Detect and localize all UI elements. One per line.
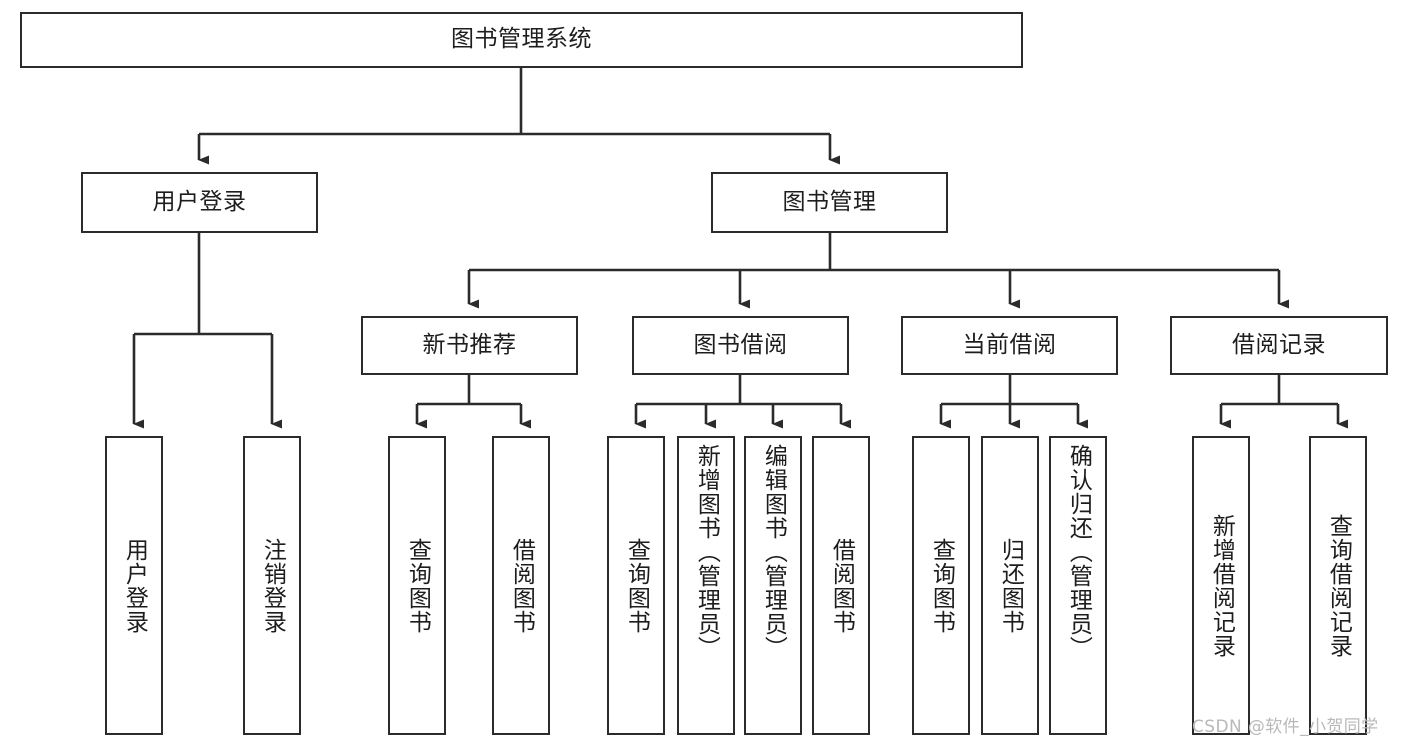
node-label: 图书管理 xyxy=(782,188,877,215)
node-leaf-edit-book-admin[interactable]: 编辑图书（管理员） xyxy=(744,436,802,735)
node-leaf-add-borrow-record[interactable]: 新增借阅记录 xyxy=(1192,436,1250,735)
node-label: 新增借阅记录 xyxy=(1208,513,1235,658)
node-label: 新书推荐 xyxy=(422,331,517,358)
node-leaf-borrow-book-1[interactable]: 借阅图书 xyxy=(492,436,550,735)
node-label: 查询图书 xyxy=(623,537,650,634)
node-new-book-recommend[interactable]: 新书推荐 xyxy=(361,316,578,375)
node-label: 归还图书 xyxy=(997,537,1024,634)
node-label: 用户登录 xyxy=(152,188,247,215)
node-leaf-confirm-return-admin[interactable]: 确认归还（管理员） xyxy=(1049,436,1107,735)
node-leaf-user-login[interactable]: 用户登录 xyxy=(105,436,163,735)
node-leaf-query-book-1[interactable]: 查询图书 xyxy=(388,436,446,735)
node-label: 图书借阅 xyxy=(693,331,788,358)
node-label: 借阅记录 xyxy=(1232,331,1326,358)
node-label: 确认归还（管理员） xyxy=(1065,444,1092,660)
node-book-management[interactable]: 图书管理 xyxy=(711,172,948,233)
node-root-book-management-system[interactable]: 图书管理系统 xyxy=(20,12,1023,68)
node-leaf-add-book-admin[interactable]: 新增图书（管理员） xyxy=(677,436,735,735)
node-borrow-record[interactable]: 借阅记录 xyxy=(1170,316,1388,375)
node-leaf-query-book-2[interactable]: 查询图书 xyxy=(607,436,665,735)
node-label: 用户登录 xyxy=(121,537,148,634)
node-user-login[interactable]: 用户登录 xyxy=(81,172,318,233)
node-label: 编辑图书（管理员） xyxy=(760,444,787,660)
node-leaf-query-borrow-record[interactable]: 查询借阅记录 xyxy=(1309,436,1367,735)
node-book-borrow[interactable]: 图书借阅 xyxy=(632,316,849,375)
node-label: 查询图书 xyxy=(928,537,955,634)
node-label: 查询借阅记录 xyxy=(1325,513,1352,658)
node-label: 查询图书 xyxy=(404,537,431,634)
node-leaf-borrow-book-2[interactable]: 借阅图书 xyxy=(812,436,870,735)
node-label: 借阅图书 xyxy=(828,537,855,634)
node-label: 当前借阅 xyxy=(962,331,1057,358)
node-label: 注销登录 xyxy=(259,537,286,634)
node-leaf-query-book-3[interactable]: 查询图书 xyxy=(912,436,970,735)
node-current-borrow[interactable]: 当前借阅 xyxy=(901,316,1118,375)
node-leaf-logout-login[interactable]: 注销登录 xyxy=(243,436,301,735)
node-label: 图书管理系统 xyxy=(451,26,592,53)
node-label: 新增图书（管理员） xyxy=(693,444,720,660)
node-leaf-return-book[interactable]: 归还图书 xyxy=(981,436,1039,735)
node-label: 借阅图书 xyxy=(508,537,535,634)
